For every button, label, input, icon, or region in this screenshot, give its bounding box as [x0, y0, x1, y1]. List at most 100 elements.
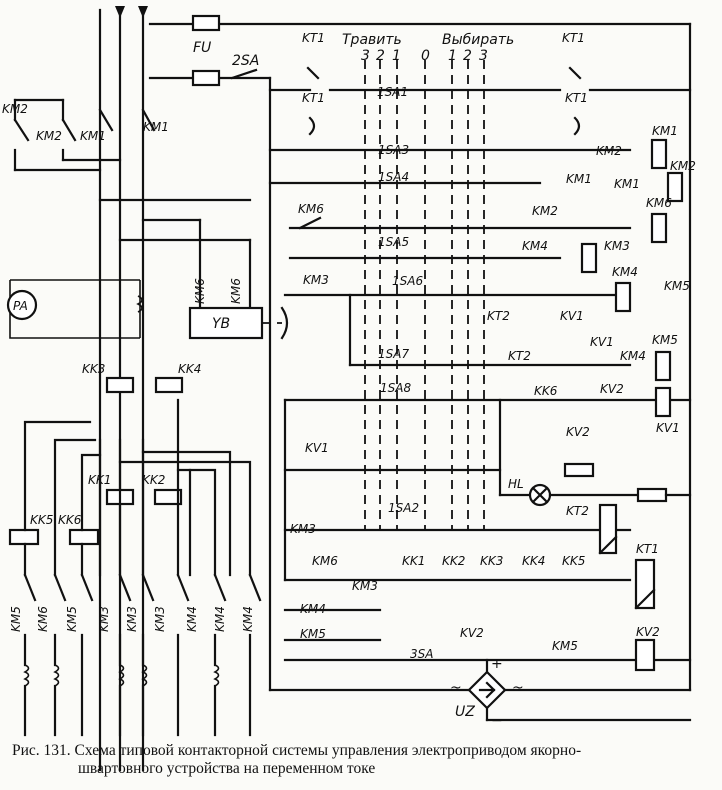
labels-kt2-label: KT2 — [508, 349, 531, 363]
labels-km4-label: KM4 — [522, 239, 548, 253]
labels-km4-label: KM4 — [241, 606, 255, 632]
positions-0-label: 3 — [361, 48, 370, 64]
labels-plus-label: + — [491, 656, 503, 672]
labels-km5-label: KM5 — [300, 627, 326, 641]
labels-km5-label: KM5 — [652, 333, 678, 347]
control-circuit: Травить Выбирать 3 2 1 0 1 2 3 KT1 KT1 K… — [268, 31, 696, 729]
labels-sa1_8-label: 1SA8 — [380, 381, 411, 395]
labels-km6-label: KM6 — [646, 196, 672, 210]
figure-caption: Рис. 131. Схема типовой контакторной сис… — [12, 742, 712, 778]
labels-kk2-label: KK2 — [142, 473, 165, 487]
labels-pa-label: PA — [13, 299, 28, 313]
labels-kk1-label: KK1 — [402, 554, 425, 568]
caption-line-2: швартовного устройства на переменном ток… — [78, 760, 376, 777]
labels-km6-label: KM6 — [36, 606, 50, 632]
positions-4-label: 1 — [448, 48, 457, 64]
labels-kt1-label: KT1 — [562, 31, 585, 45]
labels-kt2-label: KT2 — [487, 309, 510, 323]
fuse-fu: FU 2SA — [191, 14, 259, 87]
labels-km5-label: KM5 — [9, 606, 23, 632]
directions-pay_out-label: Травить — [342, 32, 402, 48]
labels-km2-label: KM2 — [36, 129, 62, 143]
labels-kk6-label: KK6 — [534, 384, 558, 398]
labels-hl-label: HL — [508, 477, 524, 491]
labels-kv2-label: KV2 — [566, 425, 590, 439]
labels-kk5-label: KK5 — [562, 554, 585, 568]
labels-km6-label: KM6 — [193, 278, 207, 304]
caption-line-1: Рис. 131. Схема типовой контакторной сис… — [12, 742, 582, 759]
labels-fu-label: FU — [193, 40, 211, 56]
labels-kt1-label: KT1 — [302, 91, 325, 105]
labels-kt1-label: KT1 — [302, 31, 325, 45]
labels-sa1_5-label: 1SA5 — [378, 235, 409, 249]
labels-km3-label: KM3 — [97, 606, 111, 632]
labels-kv2-label: KV2 — [636, 625, 660, 639]
labels-km5-label: KM5 — [552, 639, 578, 653]
labels-km2-label: KM2 — [532, 204, 558, 218]
labels-km1-label: KM1 — [143, 120, 169, 134]
labels-kk3-label: KK3 — [82, 362, 105, 376]
labels-km4-label: KM4 — [213, 606, 227, 632]
labels-kv1-label: KV1 — [305, 441, 329, 455]
labels-km3-label: KM3 — [153, 606, 167, 632]
labels-uz-label: UZ — [455, 704, 475, 720]
positions-3-label: 0 — [421, 48, 430, 64]
coils — [23, 664, 220, 687]
labels-sa1_2-label: 1SA2 — [388, 501, 419, 515]
labels-km6-label: KM6 — [298, 202, 324, 216]
labels-km5-label: KM5 — [664, 279, 690, 293]
positions-5-label: 2 — [463, 48, 472, 64]
labels-kk4-label: KK4 — [178, 362, 201, 376]
labels-sa1_7-label: 1SA7 — [378, 347, 409, 361]
labels-sa1_1-label: 1SA1 — [377, 85, 408, 99]
labels-kv1-label: KV1 — [560, 309, 584, 323]
positions-6-label: 3 — [479, 48, 488, 64]
labels-kk6-label: KK6 — [58, 513, 82, 527]
labels-km3-label: KM3 — [125, 606, 139, 632]
labels-kv2-label: KV2 — [600, 382, 624, 396]
labels-sa1_3-label: 1SA3 — [378, 143, 409, 157]
labels-km1-label: KM1 — [652, 124, 678, 138]
positions-1-label: 2 — [376, 48, 385, 64]
labels-kt2-label: KT2 — [566, 504, 589, 518]
labels-km1-label: KM1 — [80, 129, 106, 143]
labels-ac-label: ~ — [450, 680, 462, 696]
labels-km5-label: KM5 — [65, 606, 79, 632]
labels-km3-label: KM3 — [303, 273, 329, 287]
labels-yb-label: YB — [212, 316, 230, 332]
motor-windings: KM5 KM6 KM5 KM3 KM3 KM3 KM4 KM4 KM4 — [9, 398, 262, 737]
labels-kk3-label: KK3 — [480, 554, 503, 568]
labels-km4-label: KM4 — [185, 606, 199, 632]
winding-switches — [23, 573, 262, 602]
labels-kt1-label: KT1 — [636, 542, 659, 556]
labels-km4-label: KM4 — [612, 265, 638, 279]
labels-sa1_4-label: 1SA4 — [378, 170, 409, 184]
labels-km6-label: KM6 — [229, 278, 243, 304]
labels-kk2-label: KK2 — [442, 554, 465, 568]
labels-km1-label: KM1 — [614, 177, 640, 191]
labels-kk5-label: KK5 — [30, 513, 53, 527]
labels-km3-label: KM3 — [290, 522, 316, 536]
labels-km6-label: KM6 — [312, 554, 338, 568]
labels-km4-label: KM4 — [300, 602, 326, 616]
labels-kv2-label: KV2 — [460, 626, 484, 640]
labels-km2-label: KM2 — [670, 159, 696, 173]
labels-kt1-label: KT1 — [565, 91, 588, 105]
ammeter-pa: PA — [6, 279, 143, 339]
labels-km4-label: KM4 — [620, 349, 646, 363]
directions-haul_in-label: Выбирать — [442, 32, 514, 48]
labels-sa3-label: 3SA — [410, 647, 433, 661]
labels-km2-label: KM2 — [596, 144, 622, 158]
labels-sa2-label: 2SA — [232, 53, 259, 69]
ammeter-icon — [6, 289, 38, 321]
labels-km2-label: KM2 — [2, 102, 28, 116]
labels-kk4-label: KK4 — [522, 554, 545, 568]
positions-2-label: 1 — [392, 48, 401, 64]
labels-kv1-label: KV1 — [590, 335, 614, 349]
brake-yb: YB KM6 KM6 — [188, 218, 289, 340]
labels-km3-label: KM3 — [352, 579, 378, 593]
labels-km3-label: KM3 — [604, 239, 630, 253]
labels-ac-label: ~ — [512, 680, 524, 696]
